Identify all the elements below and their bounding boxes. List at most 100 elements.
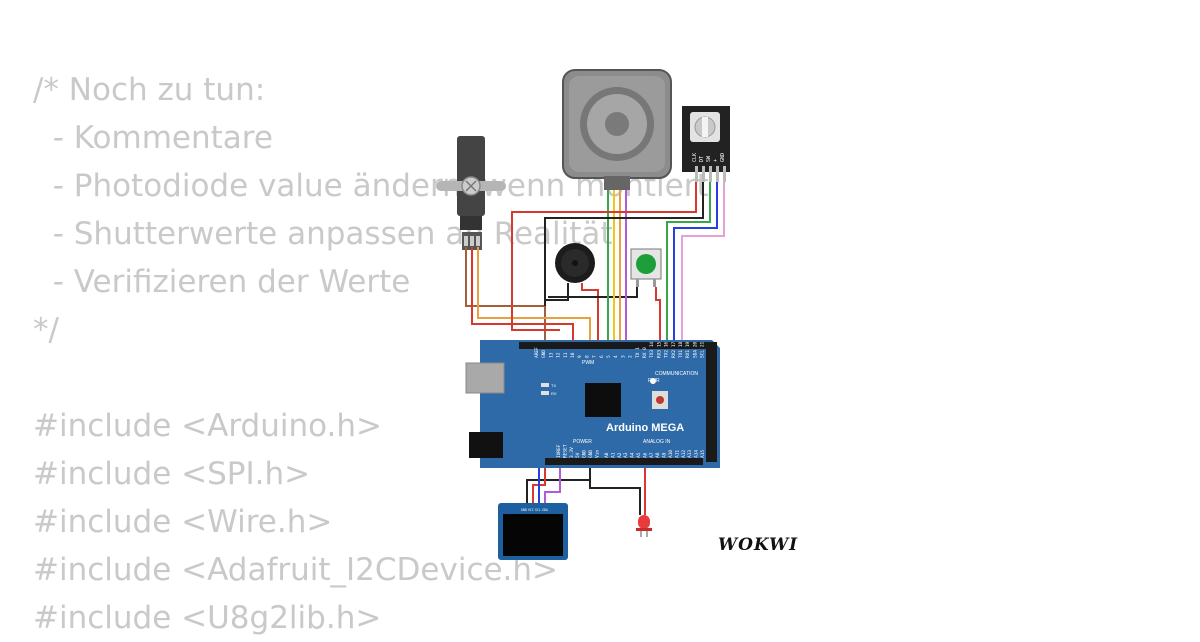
servo-motor[interactable] <box>436 136 506 250</box>
board-pin-label: RX1 19 <box>685 341 691 358</box>
code-listing: /* Noch zu tun: - Kommentare - Photodiod… <box>33 66 709 642</box>
code-line: #include <Adafruit_I2CDevice.h> <box>33 552 559 588</box>
rx-led-label: RX <box>551 391 557 396</box>
wire-servo-orange <box>477 247 591 345</box>
board-pin-label: A2 <box>617 452 623 458</box>
board-pin-label: SCL 21 <box>700 341 706 358</box>
oled-pin-label: SDA <box>542 508 548 512</box>
board-pin-label: TX3 14 <box>649 341 655 358</box>
board-name: Arduino MEGA <box>606 422 684 434</box>
board-pin-label: A1 <box>610 452 616 458</box>
code-line: /* Noch zu tun: <box>33 72 266 108</box>
encoder-pin-label: + <box>713 159 719 162</box>
board-pin-label: 5V <box>575 452 581 458</box>
stepper-motor[interactable] <box>562 69 672 190</box>
encoder-pin-label: DT <box>699 156 705 162</box>
board-pin-label: 11 <box>563 352 569 358</box>
encoder-pin-label: CLK <box>692 153 698 162</box>
board-pin-label: 7 <box>592 355 598 358</box>
board-pin-label: TX1 18 <box>678 341 684 358</box>
wire-led-black <box>589 458 641 515</box>
tx-led-label: TX <box>551 383 556 388</box>
push-button[interactable] <box>630 248 662 287</box>
board-pin-label: RX 0 <box>642 347 648 358</box>
red-led[interactable] <box>636 515 652 537</box>
board-pin-label: A12 <box>681 450 687 458</box>
board-pin-label: A14 <box>694 450 700 458</box>
analog-label: ANALOG IN <box>643 439 671 445</box>
board-pin-label: GND <box>588 450 594 458</box>
board-pin-label: RX3 15 <box>656 341 662 358</box>
oled-pin-label: VCC <box>528 508 534 512</box>
wire-servo-red <box>471 247 574 345</box>
board-pin-label: GND <box>541 350 547 358</box>
wire-encoder-black <box>544 182 704 306</box>
board-pin-label: 8 <box>584 355 590 358</box>
wire-encoder-green <box>666 182 711 345</box>
board-pin-label: GND <box>582 450 588 458</box>
wire-button-red <box>655 287 661 345</box>
board-pin-label: TX 1 <box>635 347 641 358</box>
encoder-pin-labels: CLK DT SW + GND <box>692 153 726 162</box>
code-line: #include <SPI.h> <box>33 456 311 492</box>
board-pin-label: A13 <box>687 450 693 458</box>
code-line: - Kommentare <box>33 120 273 156</box>
board-pin-label: 12 <box>556 352 562 358</box>
wire-encoder-blue <box>673 182 718 345</box>
board-pin-label: 5 <box>606 355 612 358</box>
board-pin-label: A10 <box>668 450 674 458</box>
board-pin-label: 3.3V <box>569 447 575 458</box>
power-label: POWER <box>573 439 592 445</box>
board-pin-label: 9 <box>577 355 583 358</box>
code-line: #include <Wire.h> <box>33 504 333 540</box>
encoder-pin-label: GND <box>720 153 726 162</box>
board-pin-label: RX2 17 <box>671 341 677 358</box>
board-pin-label: A8 <box>655 452 661 458</box>
board-pin-label: 3 <box>620 355 626 358</box>
wire-buzzer-black <box>545 283 569 301</box>
oled-pin-label: GND <box>521 508 527 512</box>
communication-label: COMMUNICATION <box>655 371 698 377</box>
wire-servo-brown <box>465 247 546 345</box>
board-pin-label: RESET <box>562 444 568 458</box>
arduino-mega-board[interactable]: Arduino MEGA PWM COMMUNICATION POWER ANA… <box>465 340 720 468</box>
wire-encoder-red <box>511 182 697 331</box>
board-pin-label: TX2 16 <box>664 341 670 358</box>
rotary-encoder[interactable]: CLK DT SW + GND <box>682 106 730 182</box>
oled-display[interactable]: GND VCC SCL SDA <box>498 503 568 560</box>
board-pin-label: 6 <box>599 355 605 358</box>
wokwi-logo: WOKWI <box>718 535 799 555</box>
board-pin-label: 13 <box>548 352 554 358</box>
wire-encoder-pink <box>681 182 725 345</box>
board-pin-label: Vin <box>594 450 600 458</box>
board-pin-label: A7 <box>649 452 655 458</box>
pwr-led-label: PWR <box>648 378 660 384</box>
board-pin-label: A11 <box>674 450 680 458</box>
board-pin-label: A4 <box>630 452 636 458</box>
oled-pin-label: SCL <box>535 508 541 512</box>
board-pin-label: IOREF <box>556 444 562 458</box>
board-pin-label: A9 <box>662 452 668 458</box>
code-line: #include <Arduino.h> <box>33 408 383 444</box>
board-pin-label: SDA 20 <box>692 341 698 358</box>
board-pin-label: A15 <box>700 450 706 458</box>
oled-pin-labels: GND VCC SCL SDA <box>521 508 548 512</box>
wire-button-black <box>548 287 638 298</box>
board-pin-label: A5 <box>636 452 642 458</box>
code-line: - Verifizieren der Werte <box>33 264 411 300</box>
board-pin-label: A6 <box>642 452 648 458</box>
code-line: */ <box>33 312 59 348</box>
board-pin-label: 10 <box>570 352 576 358</box>
pwm-label: PWM <box>582 360 594 366</box>
encoder-pin-label: SW <box>706 155 712 162</box>
wire-buzzer-red <box>581 283 599 345</box>
board-pin-label: 2 <box>628 355 634 358</box>
buzzer[interactable] <box>555 243 595 283</box>
board-pin-label: 4 <box>613 355 619 358</box>
board-pin-label: A0 <box>604 452 610 458</box>
board-pin-label: A3 <box>623 452 629 458</box>
